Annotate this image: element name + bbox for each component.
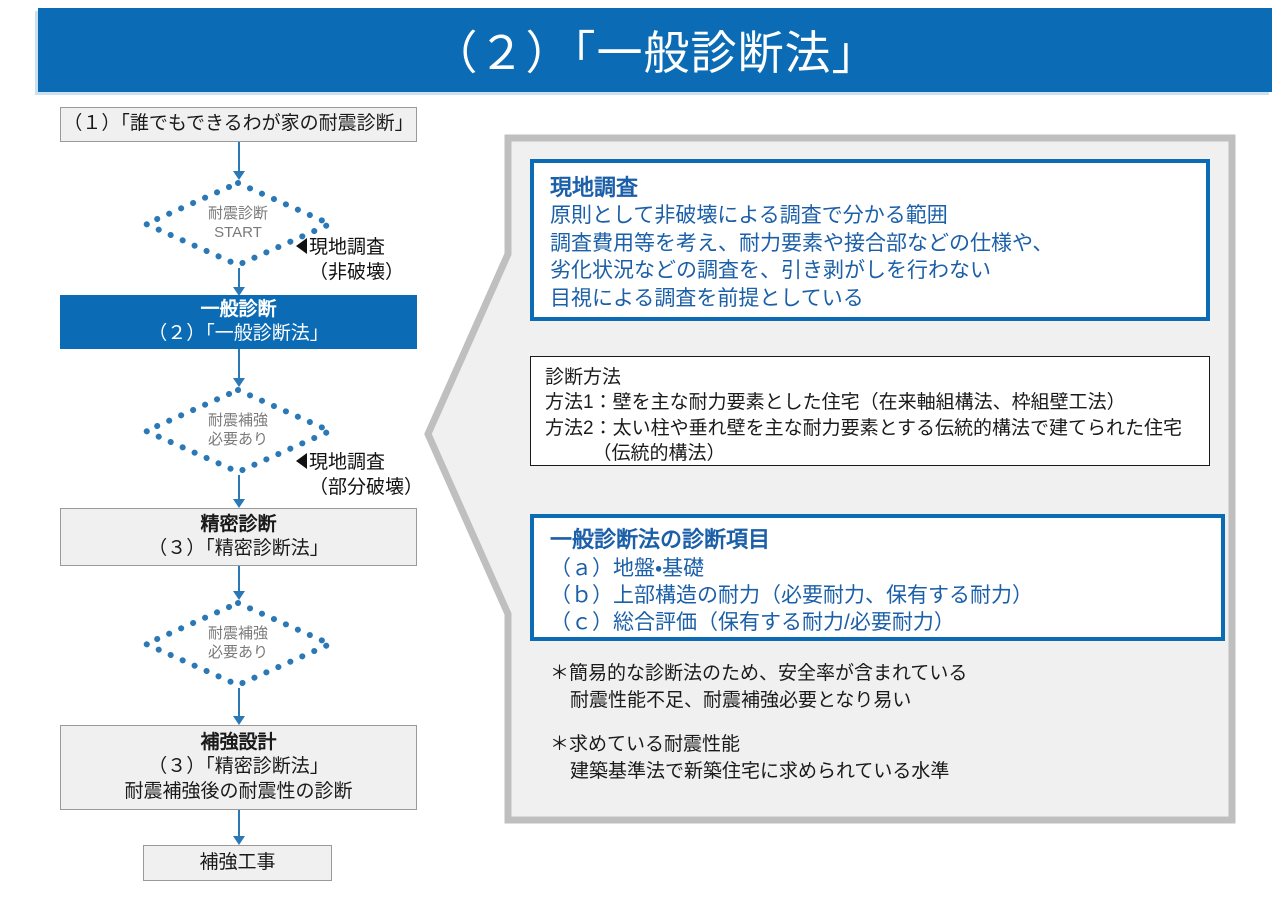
flow-decision-reinforcement-needed-2: 耐震補強 必要あり [143,600,333,688]
callout-box-site-survey: 現地調査 原則として非破壊による調査で分かる範囲 調査費用等を考え、耐力要素や接… [530,159,1210,321]
slide-title-bar: （２）「一般診断法」 [38,8,1272,92]
callout-box-diagnosis-items: 一般診断法の診断項目 （ａ）地盤・基礎 （ｂ）上部構造の耐力（必要耐力、保有する… [530,514,1225,641]
flowchart: （１）「誰でもできるわが家の耐震診断」 耐震診断 START 現地調査 （非破壊… [0,0,470,917]
flow-arrow-1 [60,142,417,180]
flow-side-note-nondestructive-label: 現地調査 [309,237,386,258]
callout-note-2: ＊求めている耐震性能 建築基準法で新築住宅に求められている水準 [550,732,1230,785]
dotted-diamond-icon [143,387,333,475]
flow-box-work-line1: 補強工事 [199,851,276,873]
callout-note-2-line1: ＊求めている耐震性能 [550,734,741,756]
callout-box-diagnosis-method: 診断方法 方法1：壁を主な耐力要素とした住宅（在来軸組構法、枠組壁工法） 方法2… [530,356,1210,466]
flow-side-note-partial-row2: （部分破壊） [309,476,424,498]
flow-decision-need1-line1: 耐震補強 [207,412,268,430]
callout-note-1-line1: ＊簡易的な診断法のため、安全率が含まれている [550,663,968,684]
callout-panel: 現地調査 原則として非破壊による調査で分かる範囲 調査費用等を考え、耐力要素や接… [420,134,1236,824]
callout-note-1: ＊簡易的な診断法のため、安全率が含まれている 耐震性能不足、耐震補強必要となり易… [550,661,1230,714]
flow-box-reinforcement-work[interactable]: 補強工事 [143,845,332,881]
callout-items-heading: 一般診断法の診断項目 [550,527,771,552]
flow-box-precise-line1: 精密診断 [200,513,277,535]
callout-notes: ＊簡易的な診断法のため、安全率が含まれている 耐震性能不足、耐震補強必要となり易… [550,661,1230,803]
flow-decision-start-line1: 耐震診断 [207,205,268,223]
flow-decision-reinforcement-needed-1: 耐震補強 必要あり [143,387,333,475]
flow-arrow-6 [60,688,417,725]
flow-box-diy-diagnosis[interactable]: （１）「誰でもできるわが家の耐震診断」 [60,107,417,142]
callout-items-line3: （ｃ）総合評価（保有する耐力/必要耐力） [550,611,955,635]
dotted-diamond-icon [143,600,333,688]
flow-box-diy-line1: （１）「誰でもできるわが家の耐震診断」 [63,113,414,135]
flow-side-note-partial-destructive: 現地調査 （部分破壊） [296,451,423,500]
flow-arrow-7 [60,810,417,845]
callout-method-line1: 方法1：壁を主な耐力要素とした住宅（在来軸組構法、枠組壁工法） [545,392,1126,414]
callout-items-line1: （ａ）地盤・基礎 [550,556,705,580]
callout-site-survey-line3: 劣化状況などの調査を、引き剥がしを行わない [550,259,991,283]
flow-arrow-3 [60,349,417,387]
flow-arrow-2 [60,268,417,296]
callout-items-line2: （ｂ）上部構造の耐力（必要耐力、保有する耐力） [550,583,1033,607]
callout-site-survey-line2: 調査費用等を考え、耐力要素や接合部などの仕様や、 [550,231,1054,255]
callout-site-survey-line4: 目視による調査を前提としている [550,287,864,311]
flow-decision-need2-line2: 必要あり [207,644,268,661]
flow-decision-need2-line1: 耐震補強 [207,625,268,643]
callout-content: 現地調査 原則として非破壊による調査で分かる範囲 調査費用等を考え、耐力要素や接… [420,134,1236,824]
flow-box-design-line1: 補強設計 [200,732,277,754]
callout-site-survey-line1: 原則として非破壊による調査で分かる範囲 [550,204,948,228]
flow-decision-start-line2: START [214,224,262,241]
flow-side-note-partial-label: 現地調査 [309,452,386,473]
flow-side-note-nondestructive-row2: （非破壊） [309,261,405,283]
dotted-diamond-icon [143,180,333,268]
flow-box-precise-line2: （３）「精密診断法」 [148,538,329,559]
flow-box-general-diagnosis[interactable]: 一般診断 （２）「一般診断法」 [60,295,417,349]
flow-arrow-5 [60,566,417,600]
flow-box-general-line1: 一般診断 [200,298,277,320]
flow-box-reinforcement-design[interactable]: 補強設計 （３）「精密診断法」 耐震補強後の耐震性の診断 [60,725,417,810]
page-title: （２）「一般診断法」 [431,27,879,79]
flow-box-precise-diagnosis[interactable]: 精密診断 （３）「精密診断法」 [60,508,417,566]
flow-box-design-line3: 耐震補強後の耐震性の診断 [124,780,353,802]
callout-note-1-line2: 耐震性能不足、耐震補強必要となり易い [570,689,912,711]
callout-method-heading: 診断方法 [545,367,622,388]
flow-side-note-nondestructive-row1: 現地調査 [296,236,404,261]
flow-side-note-partial-row1: 現地調査 [296,451,423,476]
callout-method-line3: （伝統的構法） [545,443,726,465]
flow-arrow-4 [60,475,417,508]
triangle-left-icon [296,238,307,254]
flow-box-general-line2: （２）「一般診断法」 [148,323,329,344]
callout-method-line2: 方法2：太い柱や垂れ壁を主な耐力要素とする伝統的構法で建てられた住宅 [545,417,1182,439]
triangle-left-icon [296,453,307,469]
flow-side-note-nondestructive: 現地調査 （非破壊） [296,236,404,285]
flow-decision-need1-line2: 必要あり [207,431,268,448]
callout-note-2-line2: 建築基準法で新築住宅に求められている水準 [570,760,950,782]
flow-decision-start: 耐震診断 START [143,180,333,268]
flow-box-design-line2: （３）「精密診断法」 [148,756,329,778]
callout-site-survey-heading: 現地調査 [550,175,639,200]
